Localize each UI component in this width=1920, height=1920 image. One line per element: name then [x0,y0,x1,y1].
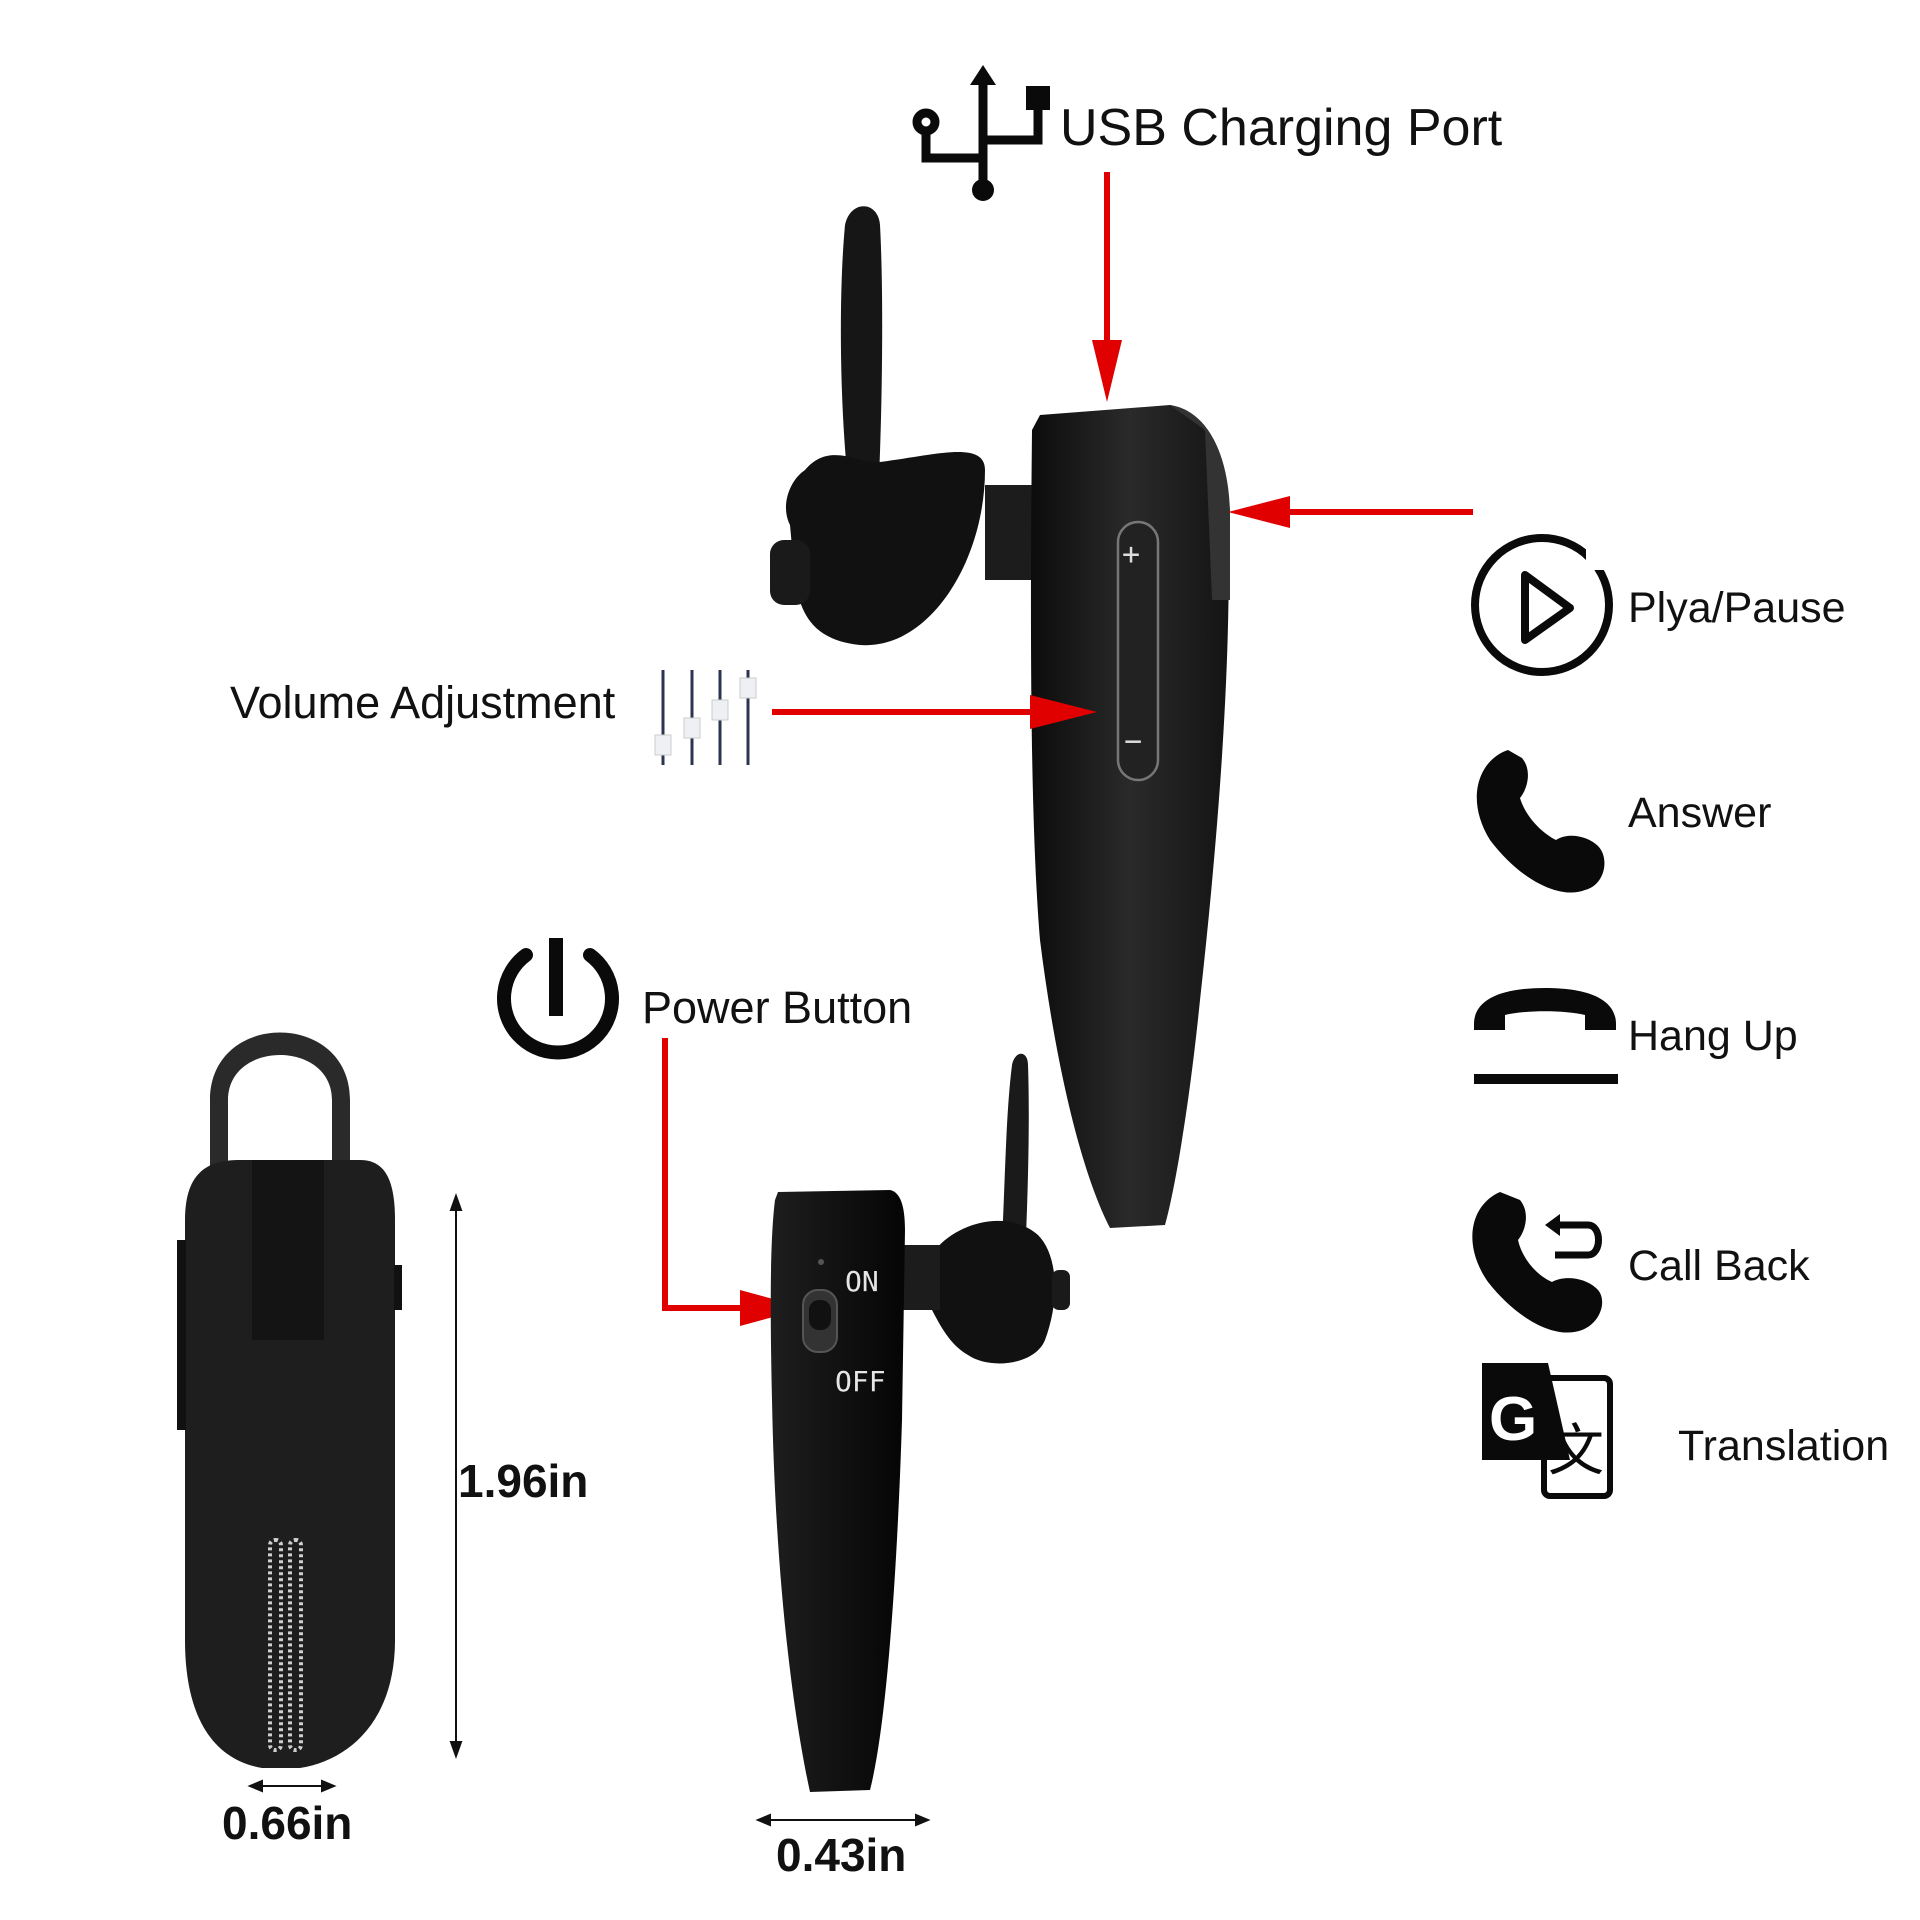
usb-icon [912,65,1050,201]
height-dimension [449,1193,463,1759]
call-back-icon [1472,1192,1603,1333]
svg-text:文: 文 [1548,1419,1604,1484]
hang-up-icon [1474,988,1618,1084]
earpiece-side [770,1053,1070,1792]
play-pause-arrow [1228,496,1473,528]
play-pause-label: Plya/Pause [1628,584,1846,632]
phone-icon [1476,750,1605,893]
earpiece-main [770,206,1230,1228]
volume-minus-label: − [1124,724,1143,759]
earpiece-front [177,1032,402,1768]
svg-text:G: G [1489,1385,1537,1454]
switch-on-label: ON [845,1265,879,1298]
width-dimension [247,1779,337,1793]
equalizer-icon [654,670,757,765]
height-dimension-label: 1.96in [458,1455,589,1507]
depth-dimension [755,1813,931,1827]
call-back-label: Call Back [1628,1242,1810,1290]
volume-arrow [772,695,1097,729]
switch-off-label: OFF [835,1365,886,1398]
hang-up-label: Hang Up [1628,1012,1798,1060]
width-dimension-label: 0.66in [222,1797,353,1849]
usb-arrow [1092,172,1122,402]
power-icon [497,938,619,1060]
translation-label: Translation [1678,1422,1890,1470]
play-circle-icon [1471,534,1616,676]
usb-charging-port-label: USB Charging Port [1060,99,1503,157]
volume-adjustment-label: Volume Adjustment [230,677,616,728]
power-button-label: Power Button [642,982,913,1033]
translate-icon: G 文 [1482,1363,1613,1499]
depth-dimension-label: 0.43in [776,1829,907,1881]
answer-label: Answer [1628,789,1772,837]
volume-plus-label: + [1122,537,1141,572]
